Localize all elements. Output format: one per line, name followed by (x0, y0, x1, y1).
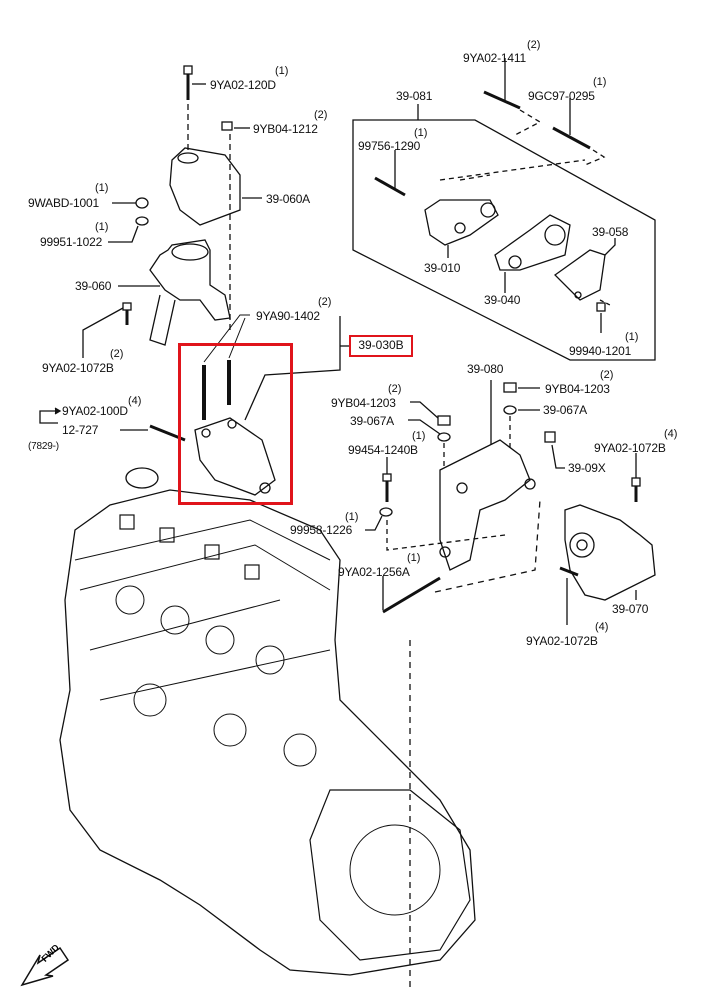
part-label[interactable]: 39-080 (467, 362, 504, 376)
part-label[interactable]: 99756-1290 (358, 139, 421, 153)
part-label[interactable]: 9YA02-120D (210, 78, 276, 92)
part-label[interactable]: 39-09X (568, 461, 606, 475)
bolt-9GC97-0295 (552, 98, 591, 150)
qty: (2) (527, 39, 541, 51)
washer-99958-1226 (379, 507, 393, 517)
bolt-99454-1240B (382, 457, 392, 502)
part-label[interactable]: 39-070 (612, 602, 649, 616)
nut-9WABD-1001 (135, 197, 149, 209)
bolt-99756-1290 (374, 150, 406, 197)
studs-9YA90-1402 (202, 360, 231, 420)
kit-outline-39-081 (352, 119, 656, 361)
qty: (2) (110, 348, 124, 360)
part-label[interactable]: 39-067A (543, 403, 587, 417)
bracket-39-080 (439, 439, 531, 571)
qty: (2) (318, 296, 332, 308)
part-label[interactable]: 9YA02-1411 (463, 51, 526, 65)
part-label[interactable]: 9YA02-1256A (338, 565, 410, 579)
part-label[interactable]: 99454-1240B (348, 443, 418, 457)
fwd-arrow-icon (20, 946, 70, 987)
qty: (2) (314, 109, 328, 121)
part-label[interactable]: 9YA90-1402 (256, 309, 320, 323)
leader-39-030B (244, 316, 341, 421)
qty: (1) (593, 76, 607, 88)
part-label[interactable]: 39-067A (350, 414, 394, 428)
nut-99940-1201 (596, 302, 606, 333)
qty: (1) (407, 552, 421, 564)
part-label[interactable]: 39-081 (396, 89, 433, 103)
part-label[interactable]: 9YA02-1072B (594, 441, 666, 455)
bolt-9YA02-1411 (483, 58, 521, 110)
part-label[interactable]: 9YB04-1203 (545, 382, 610, 396)
mount-39-060 (149, 239, 231, 321)
qty: (1) (95, 221, 109, 233)
bolt-9YA02-1072B (122, 302, 132, 325)
serial-note: (7829-) (28, 441, 59, 452)
link-39-040 (494, 214, 571, 271)
highlight-box-part (178, 343, 293, 505)
mount-39-010 (424, 199, 499, 246)
transmission (309, 789, 471, 961)
part-label[interactable]: 12-727 (62, 423, 99, 437)
part-label[interactable]: 9GC97-0295 (528, 89, 595, 103)
part-label[interactable]: 99940-1201 (569, 344, 632, 358)
part-label[interactable]: 39-040 (484, 293, 521, 307)
nut-9YB04-1203-right (503, 382, 517, 393)
part-label[interactable]: 9YA02-100D (62, 404, 128, 418)
bolt-9YA02-1072B-bottom (559, 566, 579, 625)
part-label[interactable]: 39-060A (266, 192, 310, 206)
part-label[interactable]: 99958-1226 (290, 523, 353, 537)
nut-9YB04-1203-left (437, 415, 451, 426)
qty: (1) (95, 182, 109, 194)
qty: (2) (388, 383, 402, 395)
clip-39-09X (544, 431, 565, 469)
part-label[interactable]: 39-060 (75, 279, 112, 293)
qty: (1) (412, 430, 426, 442)
engine-assembly (59, 489, 476, 976)
part-label[interactable]: 39-058 (592, 225, 629, 239)
qty: (1) (625, 331, 639, 343)
bolt-9YA02-1256A (382, 576, 441, 614)
washer-39-067A-left (437, 432, 451, 442)
part-label[interactable]: 39-010 (424, 261, 461, 275)
bolt-9YA02-120D (183, 65, 206, 100)
nut-9YB04-1212 (221, 121, 250, 131)
highlighted-part-label[interactable]: 39-030B (349, 335, 413, 357)
qty: (1) (414, 127, 428, 139)
part-label[interactable]: 9WABD-1001 (28, 196, 99, 210)
qty: (1) (275, 65, 289, 77)
oil-cap (125, 467, 159, 489)
bracket-39-060A (169, 147, 241, 226)
qty: (4) (664, 428, 678, 440)
bolt-12-727 (149, 424, 186, 442)
part-label[interactable]: 9YB04-1203 (331, 396, 396, 410)
bolt-9YA02-1072B-right (631, 453, 641, 502)
qty: (1) (345, 511, 359, 523)
part-label[interactable]: 9YA02-1072B (526, 634, 598, 648)
bracket-39-058 (553, 249, 606, 301)
qty: (4) (595, 621, 609, 633)
qty: (4) (128, 395, 142, 407)
washer-99951-1022 (135, 216, 149, 226)
part-label[interactable]: 9YB04-1212 (253, 122, 318, 136)
part-label[interactable]: 9YA02-1072B (42, 361, 114, 375)
qty: (2) (600, 369, 614, 381)
part-label[interactable]: 99951-1022 (40, 235, 103, 249)
washer-39-067A-right (503, 405, 517, 415)
mount-39-070 (564, 504, 656, 601)
